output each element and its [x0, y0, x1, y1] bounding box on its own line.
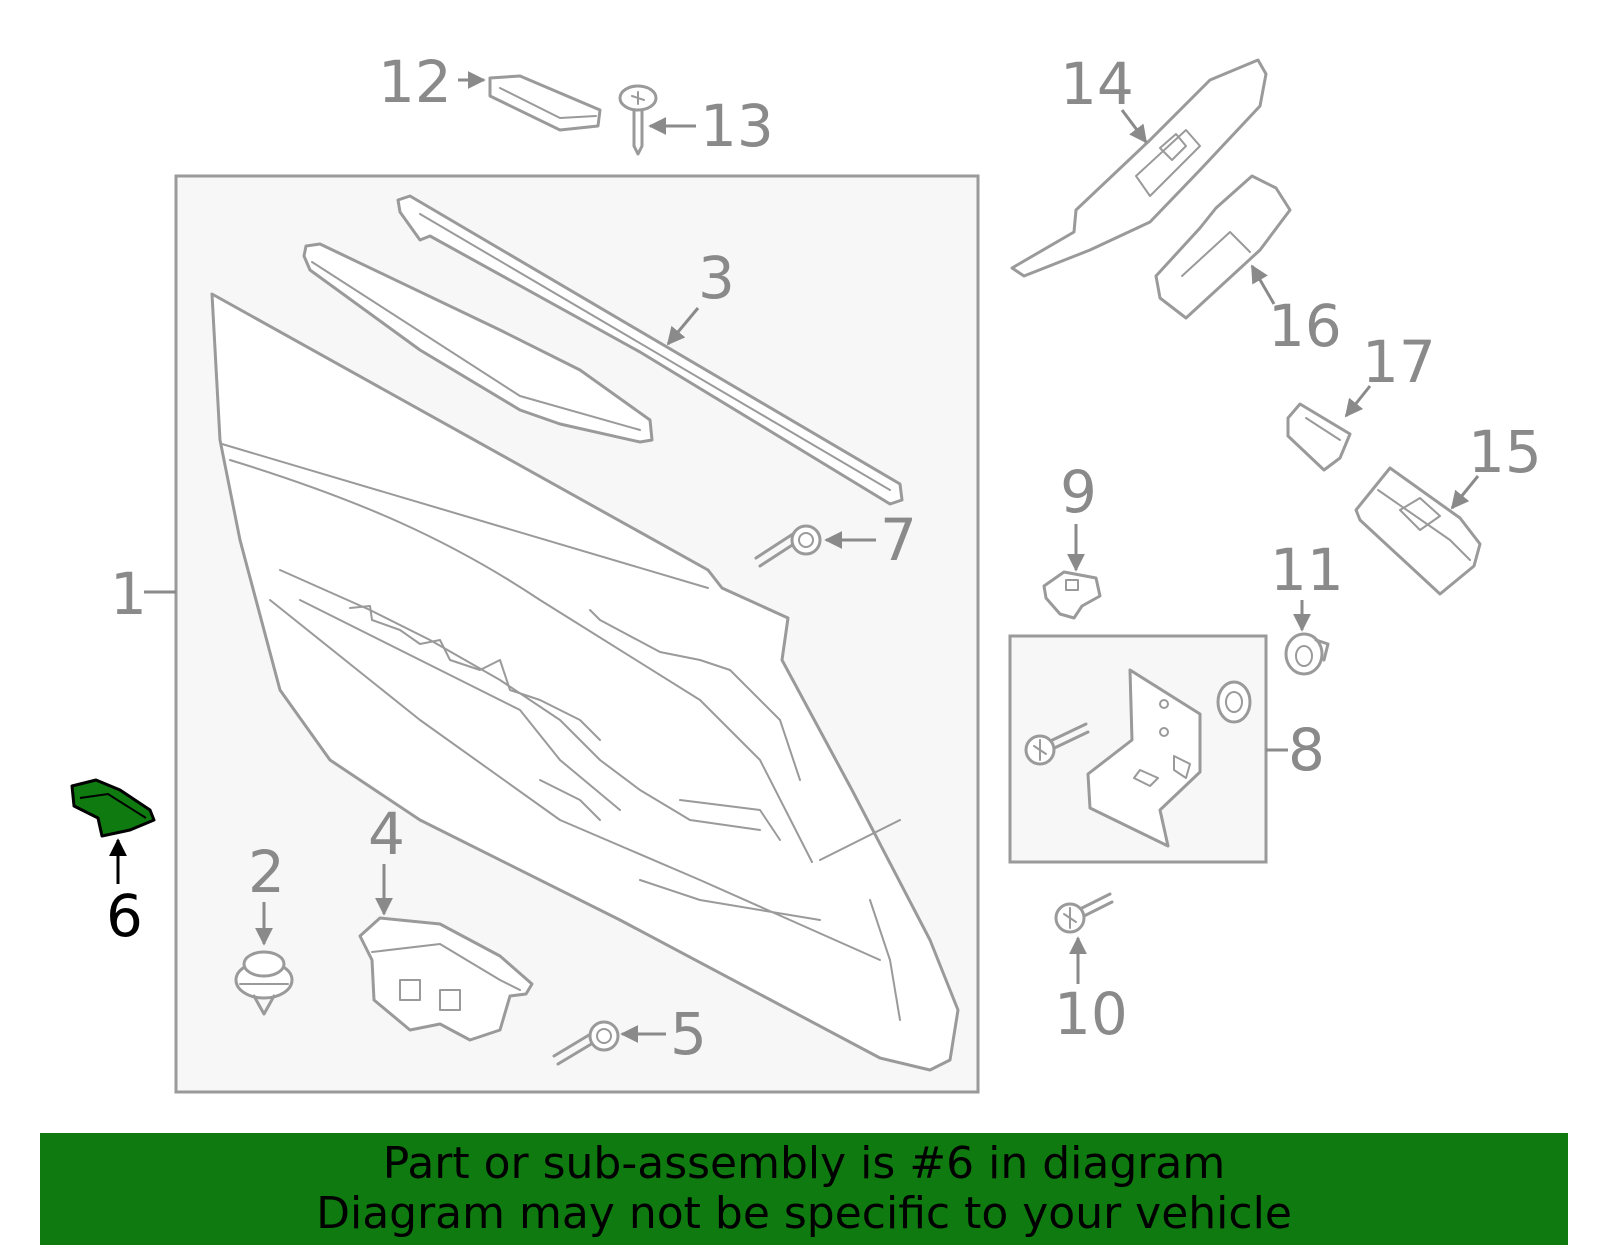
part-17 [1286, 402, 1352, 472]
screw-7 [754, 524, 822, 568]
callout-13: 13 [700, 92, 774, 160]
leader-15 [1450, 475, 1480, 510]
callout-11: 11 [1270, 536, 1344, 604]
switch-15 [1354, 466, 1482, 596]
callout-9: 9 [1060, 458, 1097, 526]
callout-12: 12 [378, 48, 452, 116]
callout-6: 6 [106, 882, 143, 950]
clip-2 [234, 950, 294, 1016]
callout-3: 3 [698, 244, 735, 312]
door-trim-panel [210, 292, 960, 1072]
callout-4: 4 [368, 800, 405, 868]
bracket-4 [358, 916, 534, 1042]
screw-5 [552, 1020, 620, 1066]
upper-trim-insert [302, 242, 654, 444]
callout-8: 8 [1288, 716, 1325, 784]
part-6-highlighted [70, 778, 156, 838]
callout-7: 7 [880, 506, 917, 574]
callout-2: 2 [248, 838, 285, 906]
switch-bezel-14 [1010, 58, 1268, 278]
screw-10 [1054, 892, 1114, 934]
part-12 [488, 74, 602, 132]
callout-10: 10 [1054, 980, 1128, 1048]
callout-16: 16 [1268, 292, 1342, 360]
bracket-8 [1024, 668, 1252, 848]
notice-banner: Part or sub-assembly is #6 in diagram Di… [40, 1133, 1568, 1245]
leader-17 [1344, 385, 1372, 418]
screw-13 [618, 84, 658, 156]
banner-line-2: Diagram may not be specific to your vehi… [316, 1188, 1292, 1239]
leader-3 [666, 307, 700, 346]
belt-molding [396, 194, 904, 506]
callout-15: 15 [1468, 418, 1542, 486]
banner-line-1: Part or sub-assembly is #6 in diagram [382, 1138, 1226, 1189]
callout-1: 1 [110, 560, 147, 628]
callout-17: 17 [1362, 328, 1436, 396]
grommet-11 [1284, 632, 1330, 676]
leader-16 [1250, 264, 1276, 305]
nut-9 [1042, 570, 1102, 620]
callout-5: 5 [670, 1000, 707, 1068]
callout-14: 14 [1060, 50, 1134, 118]
leader-14 [1120, 109, 1148, 144]
switch-16 [1154, 174, 1292, 320]
